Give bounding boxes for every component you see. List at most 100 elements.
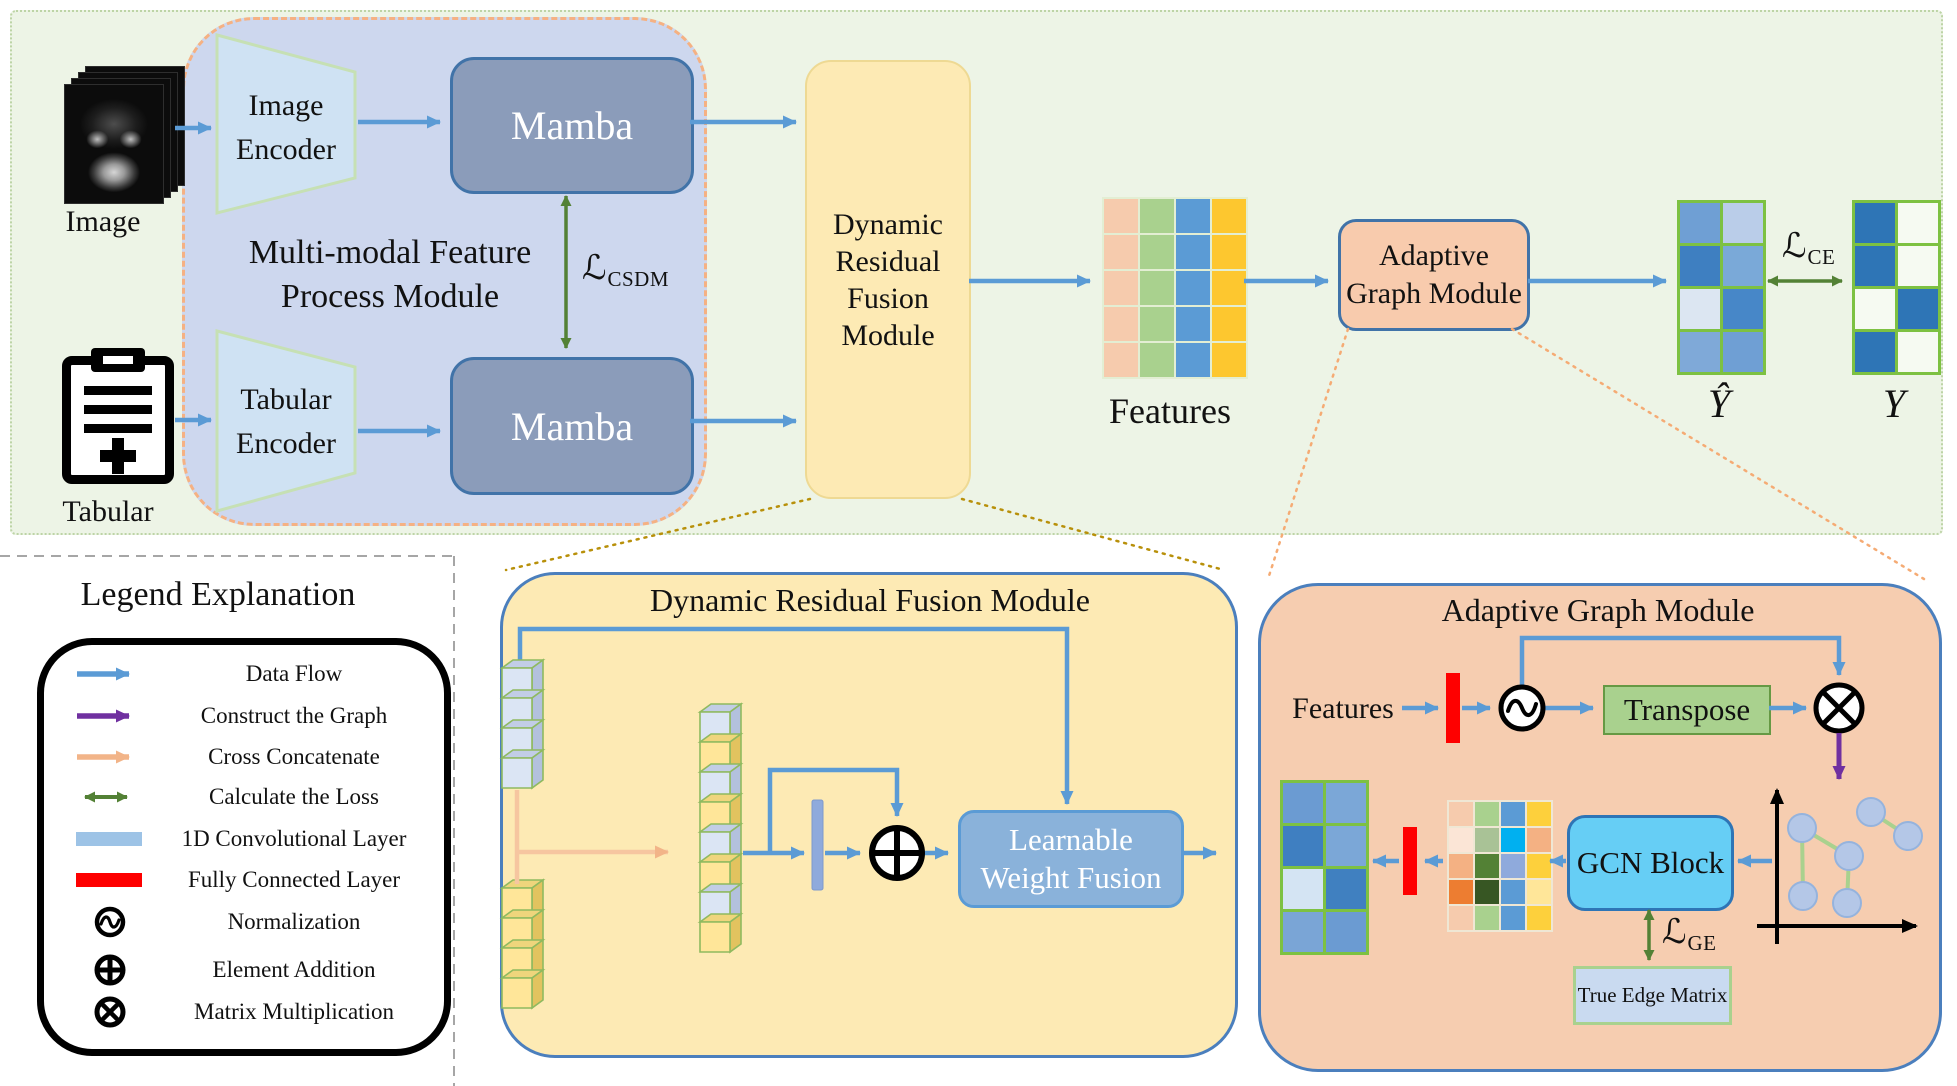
legend-label: Element Addition xyxy=(212,957,376,982)
matrix-cell xyxy=(1140,271,1174,305)
fully-connected-bar-icon xyxy=(60,865,160,895)
legend-label: Matrix Multiplication xyxy=(194,999,394,1024)
matrix-cell xyxy=(1104,343,1138,377)
matrix-cell xyxy=(1212,343,1246,377)
legend-item-normalization: Normalization xyxy=(60,905,428,939)
tabular-encoder-line1: Tabular xyxy=(240,383,332,416)
yhat-label: Ŷ xyxy=(1707,381,1731,426)
module-title-line1: Multi-modal Feature xyxy=(248,234,532,271)
matrix-cell xyxy=(1680,332,1720,372)
matrix-cell xyxy=(1326,869,1366,909)
matrix-cell xyxy=(1212,307,1246,341)
loss-ge-label: ℒGE xyxy=(1662,912,1717,956)
gcn-block-box: GCN Block xyxy=(1567,815,1734,911)
matrix-cell xyxy=(1855,203,1895,243)
matrix-cell xyxy=(1898,289,1938,329)
tabular-label: Tabular xyxy=(62,495,154,528)
matrix-cell xyxy=(1501,880,1525,904)
matrix-cell xyxy=(1140,307,1174,341)
matrix-cell xyxy=(1855,289,1895,329)
legend-item-cross-concatenate: Cross Concatenate xyxy=(60,740,428,774)
mamba-label: Mamba xyxy=(510,103,634,148)
legend-item-construct-graph: Construct the Graph xyxy=(60,699,428,733)
matrix-cell xyxy=(1176,199,1210,233)
loss-subscript: CE xyxy=(1807,245,1836,269)
matrix-cell xyxy=(1326,912,1366,952)
legend-label: 1D Convolutional Layer xyxy=(181,826,407,851)
drfm-line: Dynamic xyxy=(833,207,943,241)
tabular-encoder-line2: Encoder xyxy=(236,427,336,460)
legend-box: Data Flow Construct the Graph Cross Conc… xyxy=(37,638,451,1056)
legend-item-matrix-multiplication: Matrix Multiplication xyxy=(60,995,428,1029)
loss-symbol: ℒ xyxy=(1782,228,1807,265)
loss-csdm-label: ℒCSDM xyxy=(582,248,669,292)
legend-label: Normalization xyxy=(227,909,361,934)
y-label: Y xyxy=(1882,381,1906,426)
matrix-cell xyxy=(1527,880,1551,904)
matrix-cell xyxy=(1104,235,1138,269)
legend-item-conv1d: 1D Convolutional Layer xyxy=(60,822,428,856)
legend-label: Data Flow xyxy=(245,661,343,686)
matrix-cell xyxy=(1475,828,1499,852)
element-addition-icon xyxy=(60,953,160,987)
matrix-cell xyxy=(1212,271,1246,305)
matrix-cell xyxy=(1475,906,1499,930)
module-title-line2: Process Module xyxy=(280,278,500,315)
cross-concatenate-arrow-icon xyxy=(60,742,160,772)
matrix-cell xyxy=(1855,246,1895,286)
legend-item-fully-connected: Fully Connected Layer xyxy=(60,863,428,897)
matrix-multiplication-icon xyxy=(60,995,160,1029)
image-encoder-line1: Image xyxy=(248,89,324,122)
legend-item-data-flow: Data Flow xyxy=(60,657,428,691)
drfm-line: Module xyxy=(841,318,935,352)
agm-features-label: Features xyxy=(1292,692,1394,725)
tabular-encoder-label: Tabular Encoder xyxy=(217,378,355,466)
matrix-cell xyxy=(1449,828,1473,852)
loss-ce-label: ℒCE xyxy=(1782,226,1835,270)
legend-label: Calculate the Loss xyxy=(209,784,379,809)
legend-item-calculate-loss: Calculate the Loss xyxy=(60,780,428,814)
matrix-cell xyxy=(1212,199,1246,233)
matrix-cell xyxy=(1898,332,1938,372)
matrix-cell xyxy=(1501,802,1525,826)
lwf-line2: Weight Fusion xyxy=(980,860,1162,895)
agm-line2: Graph Module xyxy=(1346,277,1522,310)
agm-box: Adaptive Graph Module xyxy=(1338,219,1530,331)
matrix-cell xyxy=(1140,199,1174,233)
matrix-cell xyxy=(1501,828,1525,852)
agm-line1: Adaptive xyxy=(1379,239,1489,272)
matrix-cell xyxy=(1176,343,1210,377)
matrix-cell xyxy=(1326,783,1366,823)
legend-label: Cross Concatenate xyxy=(208,744,380,769)
matrix-cell xyxy=(1176,307,1210,341)
matrix-cell xyxy=(1723,246,1763,286)
matrix-cell xyxy=(1449,854,1473,878)
matrix-cell xyxy=(1501,854,1525,878)
drfm-detail-title: Dynamic Residual Fusion Module xyxy=(650,582,1090,618)
features-label: Features xyxy=(1109,391,1231,431)
matrix-cell xyxy=(1527,906,1551,930)
calculate-loss-arrow-icon xyxy=(60,782,160,812)
matrix-cell xyxy=(1527,828,1551,852)
matrix-cell xyxy=(1283,783,1323,823)
matrix-cell xyxy=(1104,199,1138,233)
true-edge-matrix-box: True Edge Matrix xyxy=(1573,966,1732,1025)
brain-mri-image xyxy=(64,84,164,204)
matrix-cell xyxy=(1283,826,1323,866)
matrix-cell xyxy=(1475,802,1499,826)
drfm-line: Fusion xyxy=(847,281,929,315)
matrix-cell xyxy=(1449,906,1473,930)
matrix-cell xyxy=(1680,289,1720,329)
matrix-cell xyxy=(1176,271,1210,305)
drfm-line: Residual xyxy=(835,244,941,278)
matrix-cell xyxy=(1680,203,1720,243)
matrix-cell xyxy=(1527,802,1551,826)
lwf-line1: Learnable xyxy=(1009,822,1133,857)
transpose-box: Transpose xyxy=(1603,685,1771,735)
matrix-cell xyxy=(1501,906,1525,930)
matrix-cell xyxy=(1723,203,1763,243)
mamba-block-tabular: Mamba xyxy=(450,357,694,495)
legend-label: Construct the Graph xyxy=(200,703,388,728)
conv1d-bar-icon xyxy=(60,824,160,854)
